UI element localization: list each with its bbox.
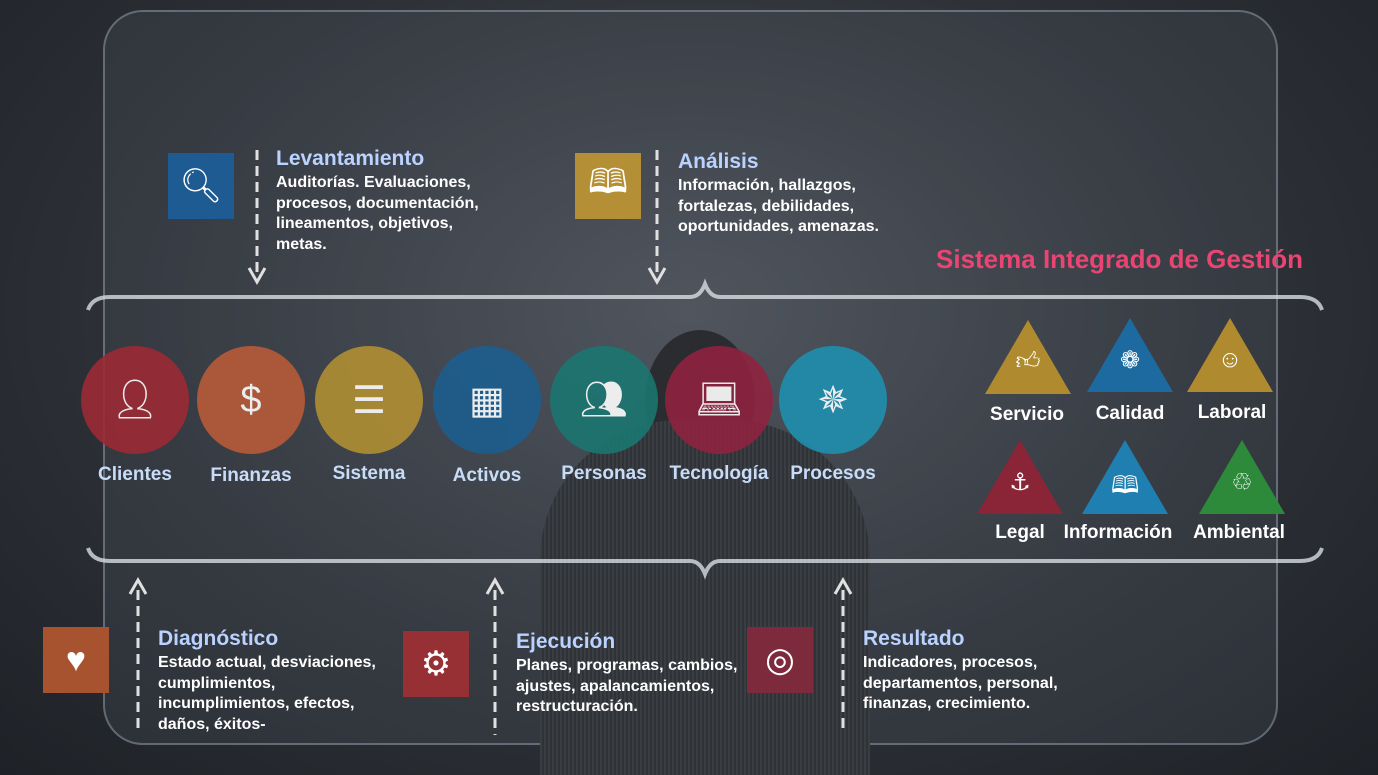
step-text: Indicadores, procesos, departamentos, pe… [863, 654, 1058, 712]
area-label-finanzas: Finanzas [210, 465, 292, 486]
step-text: Planes, programas, cambios, ajustes, apa… [516, 657, 738, 715]
step-text: Auditorías. Evaluaciones, procesos, docu… [276, 174, 479, 253]
step-text: Estado actual, desviaciones, cumplimient… [158, 654, 376, 733]
area-label-tecnologia: Tecnología [669, 463, 769, 484]
gear-icon: ⚙ [403, 631, 469, 697]
anchor-icon: ⚓︎ [977, 440, 1063, 514]
top-bracket [86, 278, 1324, 311]
page-title: Sistema Integrado de Gestión [936, 244, 1303, 274]
medal-icon: ❁ [1087, 318, 1173, 392]
brain-head-icon: ☺ [1187, 318, 1273, 392]
heart-pulse-icon: ♥ [43, 627, 109, 693]
people-icon: 👥︎ [550, 346, 658, 454]
step-levantamiento: Levantamiento Auditorías. Evaluaciones, … [276, 147, 491, 255]
system-label-informacion: Información [1063, 522, 1173, 543]
book-icon: 🕮︎ [575, 153, 641, 219]
system-label-calidad: Calidad [1095, 403, 1165, 424]
system-label-servicio: Servicio [990, 404, 1064, 425]
step-title: Diagnóstico [158, 627, 279, 650]
step-title: Resultado [863, 627, 965, 650]
network-icon: ✵ [779, 346, 887, 454]
area-label-activos: Activos [452, 465, 522, 486]
laptop-lock-icon: 💻︎ [665, 346, 773, 454]
building-icon: ▦ [433, 346, 541, 454]
step-diagnostico: Diagnóstico Estado actual, desviaciones,… [158, 627, 388, 735]
step-text: Información, hallazgos, fortalezas, debi… [678, 177, 879, 235]
step-ejecucion: Ejecución Planes, programas, cambios, aj… [516, 630, 746, 718]
thumbs-up-icon: 👍︎ [985, 320, 1071, 394]
person-silhouette [540, 420, 870, 775]
area-label-personas: Personas [561, 463, 647, 484]
area-label-clientes: Clientes [98, 464, 172, 485]
step-title: Análisis [678, 150, 759, 173]
step-analisis: Análisis Información, hallazgos, fortale… [678, 150, 893, 238]
target-icon: ◎ [747, 627, 813, 693]
area-label-procesos: Procesos [790, 463, 876, 484]
magnifier-icon: 🔍︎ [168, 153, 234, 219]
area-label-sistema: Sistema [332, 463, 406, 484]
step-title: Levantamiento [276, 147, 425, 170]
money-bag-icon: $ [197, 346, 305, 454]
recycle-icon: ♲ [1199, 440, 1285, 514]
system-label-ambiental: Ambiental [1193, 522, 1285, 543]
system-label-legal: Legal [995, 522, 1045, 543]
user-icon: 👤︎ [81, 346, 189, 454]
bottom-bracket [86, 547, 1324, 580]
step-resultado: Resultado Indicadores, procesos, departa… [863, 627, 1073, 715]
book-icon: 🕮︎ [1082, 440, 1168, 514]
step-title: Ejecución [516, 630, 616, 653]
system-label-laboral: Laboral [1197, 402, 1267, 423]
list-icon: ☰ [315, 346, 423, 454]
